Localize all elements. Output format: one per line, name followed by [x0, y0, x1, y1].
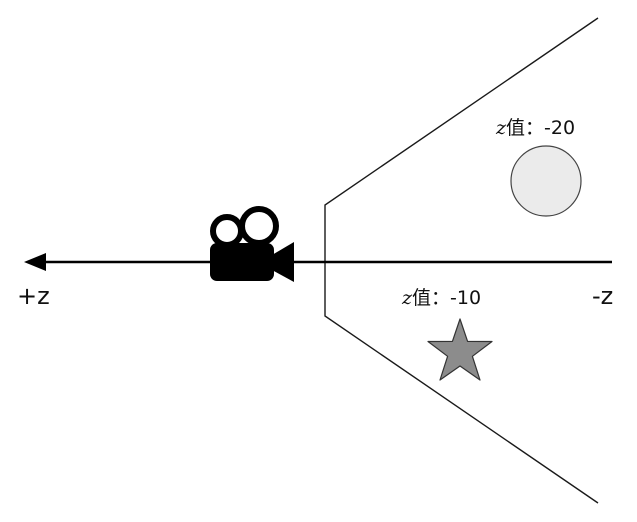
star-z-var: z [401, 287, 413, 309]
star-depth-label: z值：-10 [401, 287, 481, 309]
circle-z-var: z [495, 117, 507, 139]
circle-depth-label: z值：-20 [495, 117, 575, 139]
star-z-value: 值：-10 [412, 287, 481, 309]
negative-z-label: -z [592, 282, 613, 310]
z-axis-arrowhead [24, 253, 46, 271]
circle-z-value: 值：-20 [506, 117, 575, 139]
star-object [427, 318, 493, 381]
video-camera-icon [210, 206, 294, 282]
circle-object [510, 145, 582, 217]
positive-z-label: +z [17, 282, 50, 310]
view-frustum [324, 17, 599, 504]
